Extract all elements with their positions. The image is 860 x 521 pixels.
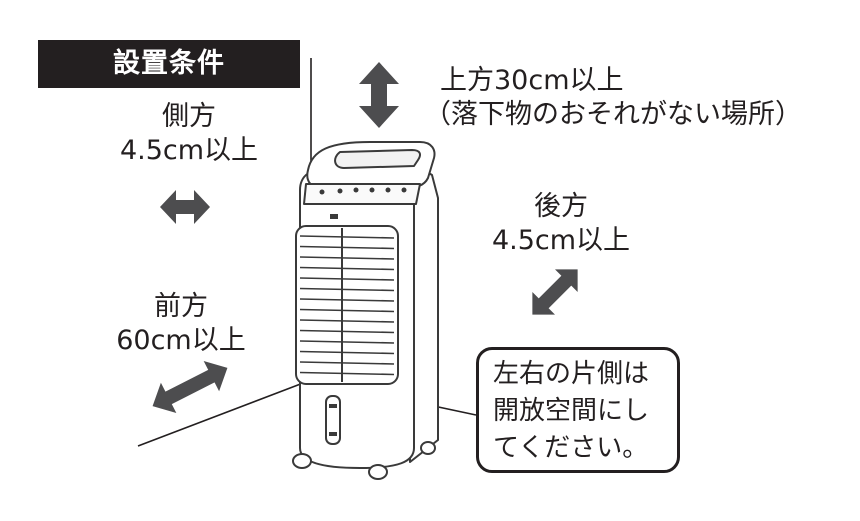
louver-slat [299, 235, 395, 239]
front-clearance-arrow-icon [152, 360, 228, 414]
ion-button-icon [401, 187, 407, 193]
louver-slat [299, 371, 395, 376]
rear-clearance-arrow-icon [532, 269, 578, 315]
swing-button-icon [385, 187, 391, 193]
front-clearance-value: 60cm以上 [116, 325, 246, 356]
air-cooler-unit [292, 141, 439, 480]
top-clearance-label: 上方30cm以上 （落下物のおそれがない場所） [424, 64, 802, 132]
water-level-mark-min [329, 432, 337, 436]
water-level-window [325, 395, 341, 445]
rear-clearance-value: 4.5cm以上 [491, 225, 631, 256]
rear-clearance-heading: 後方 [534, 191, 588, 222]
louver-slat [299, 256, 395, 260]
unit-control-strip [303, 183, 421, 205]
title-badge: 設置条件 [38, 40, 300, 88]
note-line-1: 左右の片側は [493, 359, 650, 389]
speed-button-icon [353, 187, 359, 193]
caster-front-right [368, 464, 388, 480]
caster-rear-right [420, 441, 436, 455]
top-clearance-text: 上方30cm以上 [440, 65, 624, 96]
control-buttons [319, 187, 407, 195]
clearance-arrows [152, 62, 578, 414]
open-space-note: 左右の片側は 開放空間にし てください。 [476, 347, 680, 473]
louver-slat [299, 308, 395, 313]
louver-slat [299, 298, 395, 302]
louver-slat [299, 245, 395, 250]
side-clearance-label: 側方 4.5cm以上 [104, 100, 274, 168]
louver-slat [299, 350, 395, 355]
louver-slat [299, 266, 395, 271]
top-clearance-condition: （落下物のおそれがない場所） [424, 99, 802, 130]
caster-front-left [292, 453, 312, 469]
louver-slat [299, 287, 395, 292]
side-clearance-arrow-icon [160, 190, 210, 224]
front-clearance-heading: 前方 [154, 291, 208, 322]
floor-left-line [137, 379, 312, 447]
note-line-2: 開放空間にし [493, 396, 650, 426]
side-clearance-value: 4.5cm以上 [119, 135, 259, 166]
louver-slat [299, 329, 395, 334]
louver-slat [299, 277, 395, 281]
timer-button-icon [369, 187, 375, 193]
note-line-3: てください。 [493, 433, 649, 463]
side-clearance-heading: 側方 [162, 101, 216, 132]
power-button-icon [319, 189, 325, 195]
rear-clearance-label: 後方 4.5cm以上 [476, 190, 646, 258]
louver-slat [299, 361, 395, 365]
louver-slat [299, 340, 395, 344]
mode-button-icon [337, 188, 343, 194]
louver-slat [299, 319, 395, 323]
sensor-window [330, 214, 338, 219]
top-clearance-arrow-icon [359, 62, 399, 128]
water-level-mark-max [329, 404, 337, 408]
front-clearance-label: 前方 60cm以上 [96, 290, 266, 358]
casters [292, 441, 436, 480]
unit-handle-opening [334, 149, 421, 169]
louver-frame [295, 225, 399, 385]
louver-slats [299, 235, 395, 376]
